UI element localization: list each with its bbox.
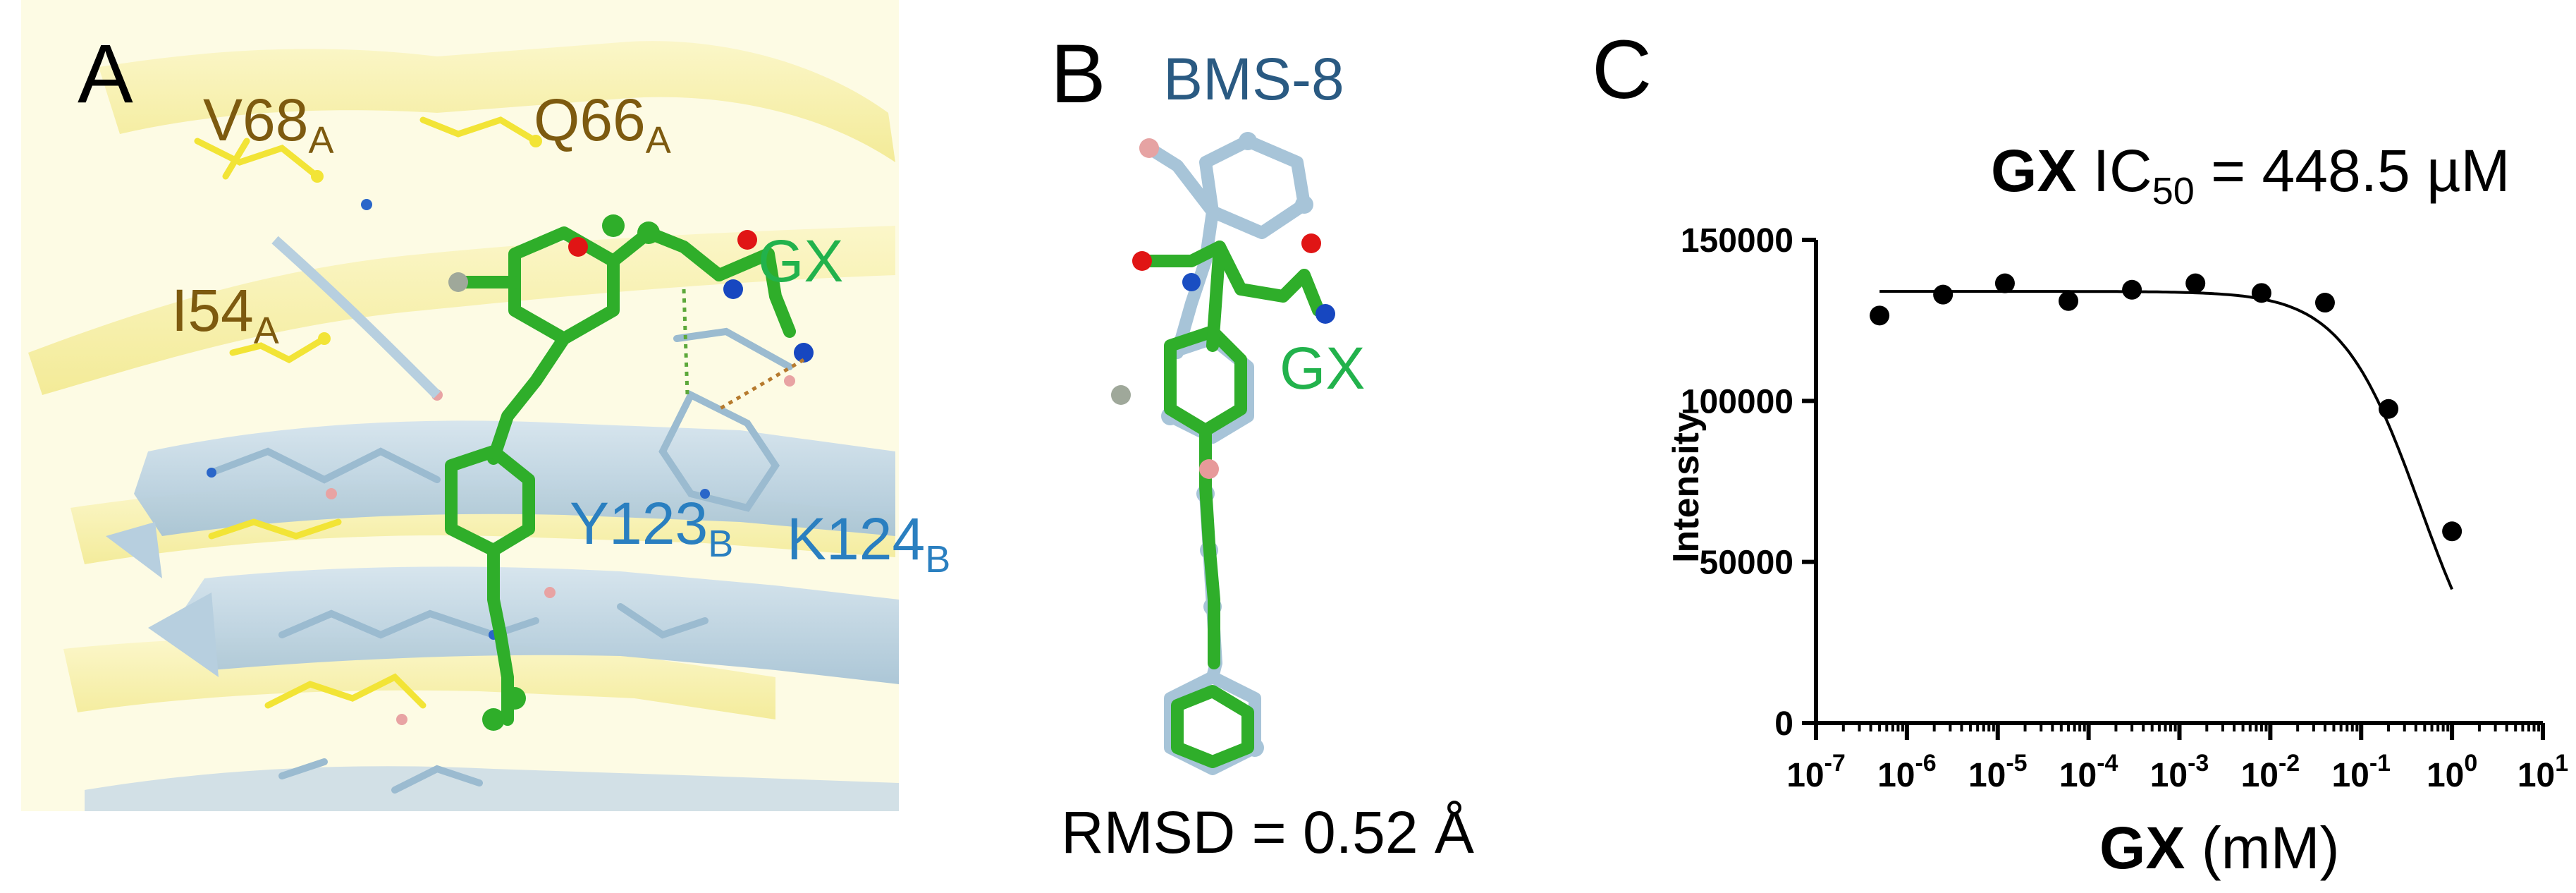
data-point [2314,293,2335,313]
chart-title-value: = 448.5 µM [2194,138,2510,204]
x-tick-label: 100 [2427,750,2477,794]
residue-label-y123: Y123B [570,494,733,563]
residue-label-chain: A [645,119,671,162]
panel-c-letter: C [1592,23,1652,116]
x-tick-label: 10-5 [1968,750,2028,794]
x-tick-label: 10-6 [1877,750,1937,794]
residue-label-chain: A [308,119,334,162]
panel-c: C GX IC50 = 448.5 µM 0 50000 100000 150000 … [1544,0,2576,893]
residue-label-text: V68 [203,87,309,153]
protein-structure-illustration [21,0,899,811]
x-axis-label-unit: (mM) [2185,815,2340,881]
panel-a: A V68A Q66A I54A GX Y123B K124B [0,0,950,893]
residue-label-chain: A [253,309,279,352]
dose-response-chart: 0 50000 100000 150000 10-7 10-6 10-5 10-4 10-3 1… [1681,222,2568,794]
residue-label-chain: B [708,522,734,565]
y-tick-label: 50000 [1700,545,1793,582]
x-axis-label-compound: GX [2099,815,2185,881]
ligand-label-text: GX [758,228,844,294]
residue-label-q66: Q66A [534,90,671,159]
data-point [2059,291,2079,311]
residue-label-text: Y123 [570,490,709,557]
ligand-overlay-illustration [1111,132,1335,775]
chart-title-compound: GX [1991,138,2077,204]
bms8-label: BMS-8 [1163,46,1344,112]
residue-label-text: Q66 [534,87,646,153]
panel-b-letter: B [1050,28,1106,121]
data-point [2185,273,2206,293]
x-tick-label: 101 [2517,750,2568,794]
y-axis-label: Intensity [1665,412,1707,563]
data-point [2442,521,2462,542]
panel-a-letter: A [78,28,133,121]
y-tick-label: 0 [1774,705,1793,743]
data-point [1994,273,2015,293]
residue-label-v68: V68A [203,90,334,159]
residue-label-i54: I54A [171,281,279,350]
data-point [1933,284,1954,305]
chart-title: GX IC50 = 448.5 µM [1991,141,2510,210]
x-tick-label: 10-2 [2241,750,2300,794]
y-tick-label: 150000 [1681,222,1793,260]
ligand-label-gx: GX [758,231,843,291]
x-tick-label: 10-3 [2150,750,2209,794]
chart-title-ic: IC [2076,138,2152,204]
residue-label-chain: B [925,537,951,581]
data-point [2379,399,2399,419]
residue-label-text: K124 [787,506,926,572]
y-tick-label: 100000 [1681,383,1793,420]
chart-title-sub: 50 [2152,169,2195,212]
x-tick-label: 10-4 [2059,750,2118,794]
x-tick-label: 10-7 [1786,750,1846,794]
data-point [2122,279,2142,300]
x-axis-label: GX (mM) [2099,818,2340,877]
residue-label-text: I54 [171,277,254,344]
fit-curve [1879,290,2453,590]
rmsd-label: RMSD = 0.52 Å [1061,799,1474,865]
data-point [2251,283,2271,303]
x-tick-label: 10-1 [2331,750,2391,794]
data-point [1870,305,1890,326]
panel-b: B BMS-8 GX RMSD = 0.52 Å [909,0,1544,893]
residue-label-k124: K124B [787,509,950,578]
gx-label: GX [1280,335,1366,401]
